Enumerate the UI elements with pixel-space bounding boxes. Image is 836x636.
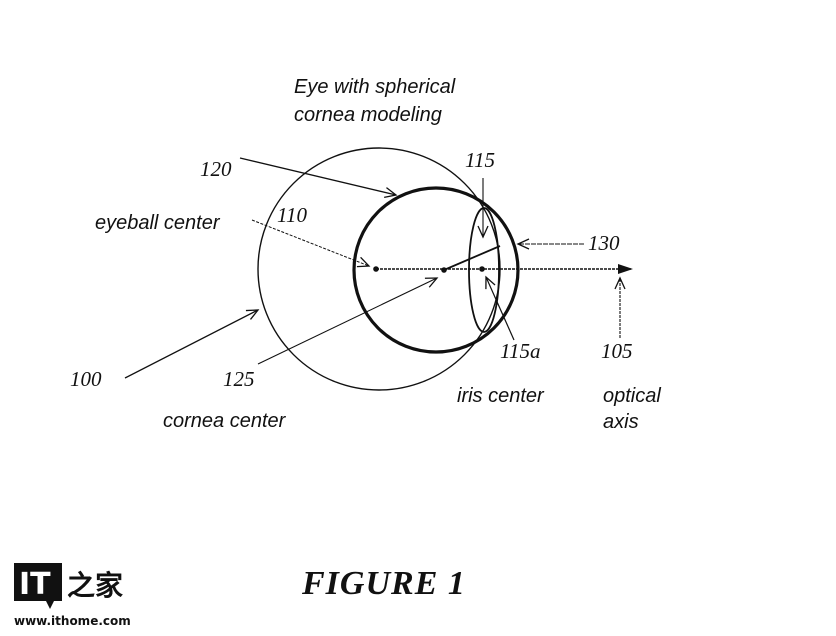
iris-ellipse [468, 207, 500, 333]
ref-100: 100 [70, 367, 102, 391]
label-optical-axis-line2: axis [603, 411, 639, 433]
diagram-title-line2: cornea modeling [294, 104, 442, 126]
label-cornea-center: cornea center [163, 410, 287, 432]
cornea-radius-line [443, 245, 501, 271]
leader-125 [257, 277, 439, 365]
ref-120: 120 [200, 157, 232, 181]
ref-115a: 115a [500, 339, 540, 363]
label-optical-axis-line1: optical [603, 385, 661, 407]
iris-center-point [479, 266, 485, 272]
diagram-title-line1: Eye with spherical [294, 76, 456, 98]
ref-110: 110 [277, 203, 307, 227]
figure-caption: FIGURE 1 [301, 565, 466, 602]
ithome-url: www.ithome.com [14, 614, 131, 628]
ref-130: 130 [588, 231, 620, 255]
leader-100 [124, 309, 260, 379]
label-iris-center: iris center [457, 385, 545, 407]
label-eyeball-center: eyeball center [95, 212, 221, 234]
eyeball-center-point [373, 266, 379, 272]
leader-110 [251, 219, 371, 268]
ref-125: 125 [223, 367, 255, 391]
ithome-logo-bubble [14, 563, 62, 609]
ref-105: 105 [601, 339, 633, 363]
leader-120 [239, 157, 398, 198]
ithome-watermark: IT 之家 www.ithome.com [14, 563, 131, 628]
cornea-sphere [352, 186, 520, 354]
leader-115a [485, 275, 515, 341]
ithome-logo-text: IT [19, 567, 51, 602]
ithome-logo-cn: 之家 [67, 569, 123, 602]
ref-115: 115 [465, 148, 495, 172]
cornea-center-point [441, 267, 447, 273]
